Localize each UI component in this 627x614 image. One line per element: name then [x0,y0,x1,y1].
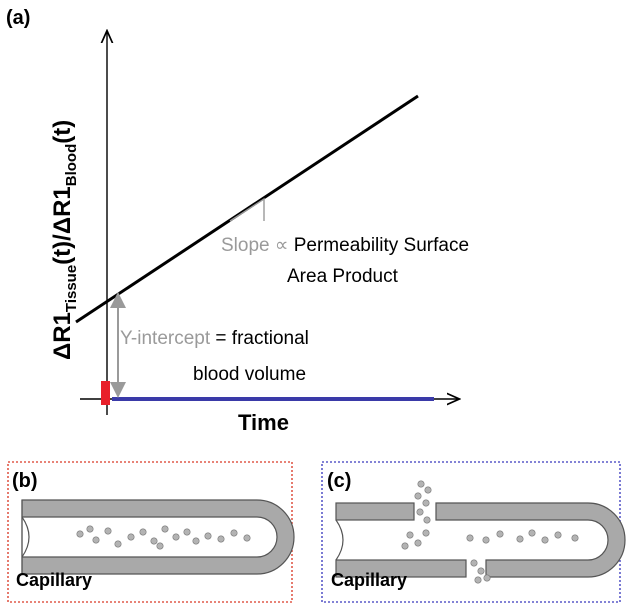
intercept-prefix: Y-intercept [120,328,211,349]
slope-line1: Permeability Surface [294,235,469,256]
regression-line [75,94,419,324]
capillary-opening-c [335,519,344,561]
panel-c-caption: Capillary [331,570,407,590]
slope-annotation: Slope ∝ Permeability Surface [221,235,469,256]
intercept-annotation: Y-intercept = fractional [120,328,309,349]
panel-b-caption: Capillary [16,570,92,590]
y-label-part3: (t) [49,120,76,144]
panel-c-label: (c) [327,470,351,492]
slope-triangle [229,197,265,222]
x-axis-label: Time [238,410,289,435]
y-label-sub1: Tissue [63,265,80,312]
slope-prefix: Slope ∝ [221,235,294,256]
capillary-opening-b [21,516,30,558]
y-label-sub2: Blood [63,144,80,187]
panel-b: (b) Capillary [7,461,295,603]
panel-a: (a) Slope ∝ Permeability Surface Area Pr… [6,7,469,435]
capillary-wall-c-right [435,502,626,578]
capillary-wall-c-top-left [335,502,415,521]
capillary-wall-c-bottom-left [335,559,467,578]
intercept-line2: blood volume [193,364,306,385]
panel-b-label: (b) [12,470,38,492]
bolus-marker [101,381,110,405]
intercept-line1: = fractional [210,328,309,349]
particles-c [401,480,579,584]
particles-b [76,525,251,550]
capillary-wall-b [21,499,295,575]
panel-c: (c) Capillary [321,461,626,603]
panel-a-label: (a) [6,7,30,29]
y-label-part1: ΔR1 [49,312,76,360]
y-axis-label: ΔR1Tissue(t)/ΔR1Blood(t) [49,120,80,360]
y-label-part2: (t)/ΔR1 [49,186,76,265]
slope-line2: Area Product [287,266,399,287]
